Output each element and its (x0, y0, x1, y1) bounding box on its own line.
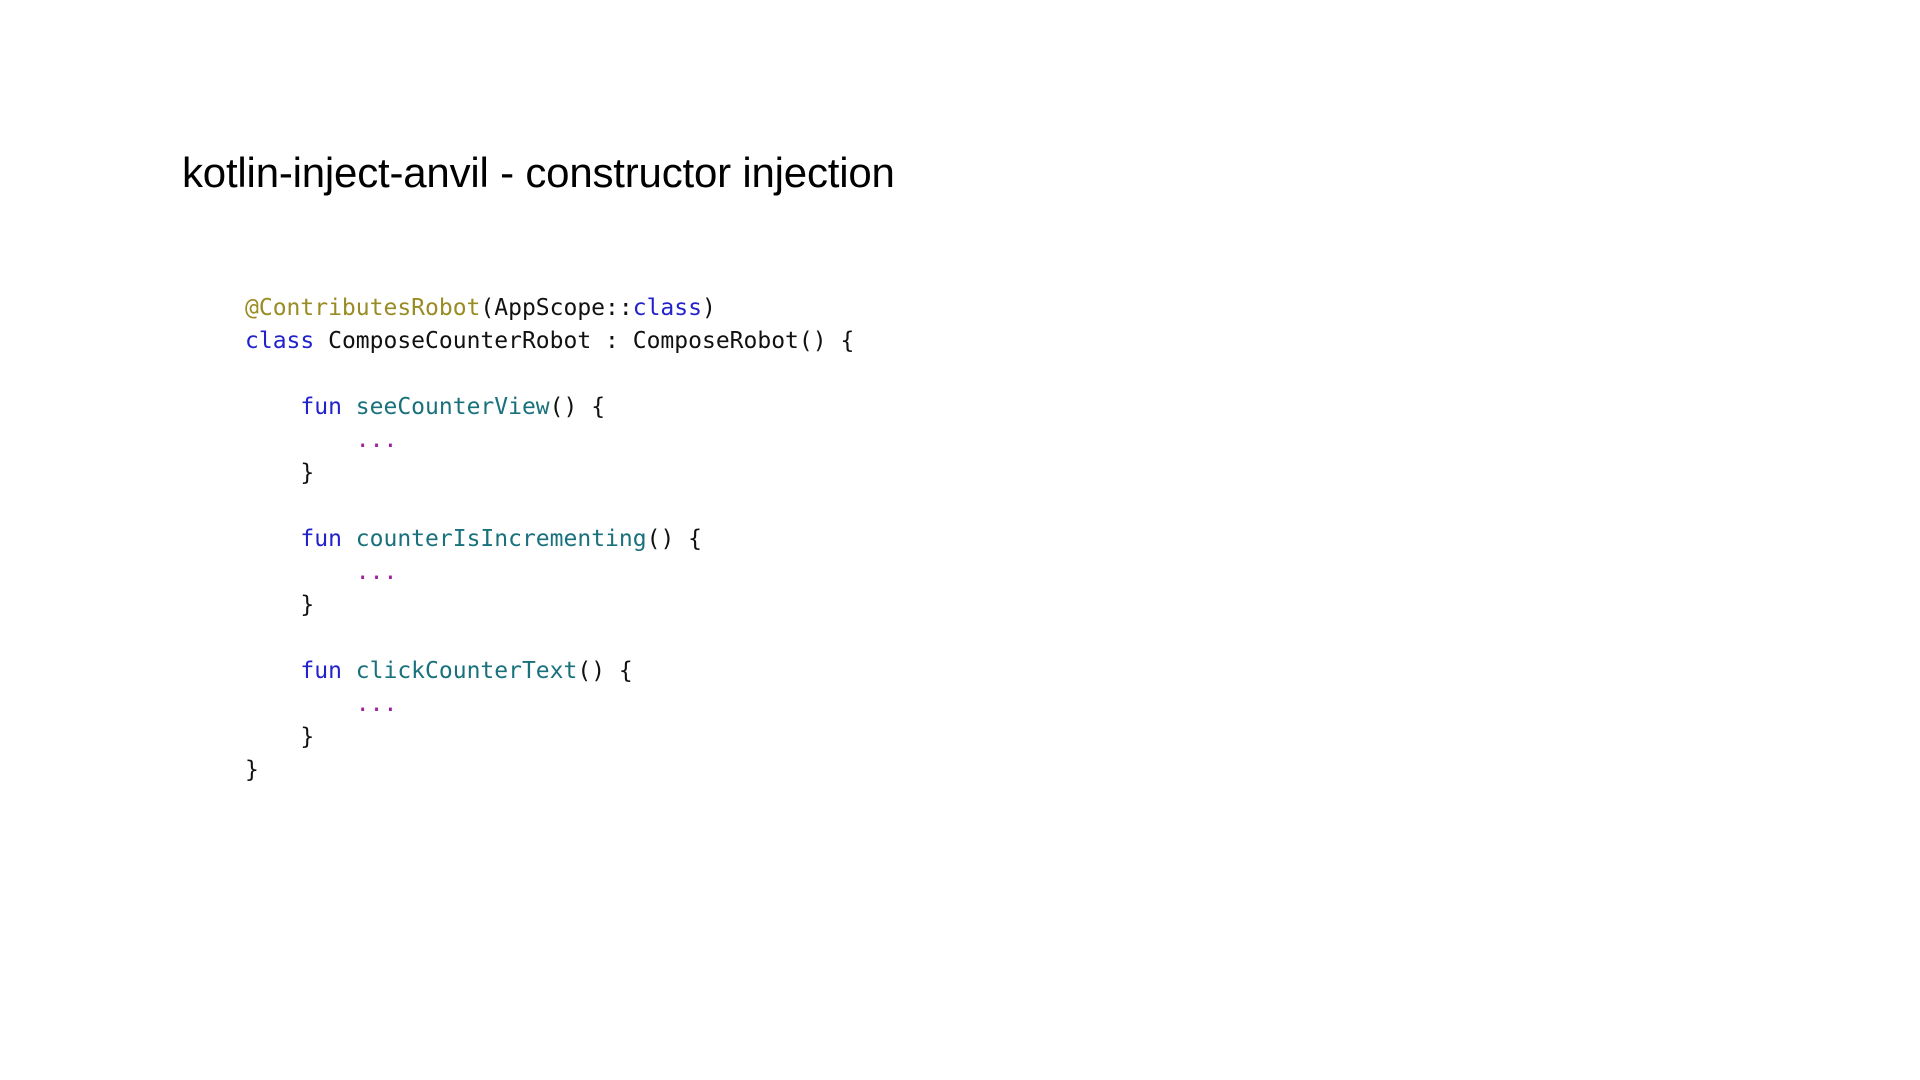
code-line: } (245, 754, 854, 787)
code-token-plain: } (245, 592, 315, 618)
code-line: } (245, 457, 854, 490)
code-token-plain (245, 526, 300, 552)
code-token-ellipsis: ... (355, 427, 398, 453)
code-line: } (245, 589, 854, 622)
code-token-plain (342, 394, 356, 420)
code-token-plain: () { (646, 526, 702, 552)
code-token-function: clickCounterText (355, 658, 578, 684)
code-token-annotation: @ContributesRobot (245, 295, 481, 321)
code-token-plain: } (245, 460, 315, 486)
code-token-plain (245, 559, 356, 585)
code-line: ... (245, 688, 854, 721)
page-title: kotlin-inject-anvil - constructor inject… (182, 149, 895, 196)
code-token-keyword: fun (300, 526, 342, 552)
code-line: fun seeCounterView() { (245, 391, 854, 424)
code-token-plain: } (245, 757, 259, 783)
code-token-plain (245, 427, 356, 453)
code-token-ellipsis: ... (355, 691, 398, 717)
code-token-plain (245, 691, 356, 717)
code-token-plain: () { (549, 394, 606, 420)
code-token-function: counterIsIncrementing (355, 526, 647, 552)
code-line (245, 358, 854, 391)
code-line: } (245, 721, 854, 754)
code-block: @ContributesRobot(AppScope::class)class … (245, 292, 854, 787)
code-token-plain: ComposeCounterRobot : ComposeRobot() { (314, 328, 855, 354)
code-token-plain (245, 658, 300, 684)
code-line: ... (245, 556, 854, 589)
code-token-plain: ) (701, 295, 716, 321)
code-token-keyword: fun (300, 394, 342, 420)
code-line: class ComposeCounterRobot : ComposeRobot… (245, 325, 854, 358)
code-token-plain (342, 526, 356, 552)
code-line: fun counterIsIncrementing() { (245, 523, 854, 556)
code-line: ... (245, 424, 854, 457)
code-token-keyword: fun (300, 658, 342, 684)
code-token-plain: (AppScope:: (480, 295, 633, 321)
code-token-plain: } (245, 724, 315, 750)
code-token-function: seeCounterView (355, 394, 550, 420)
code-token-plain (245, 394, 300, 420)
code-token-plain: () { (577, 658, 633, 684)
code-token-plain (342, 658, 356, 684)
code-token-keyword: class (245, 328, 315, 354)
code-line (245, 622, 854, 655)
code-token-keyword: class (632, 295, 702, 321)
code-line (245, 490, 854, 523)
code-token-ellipsis: ... (355, 559, 398, 585)
code-line: fun clickCounterText() { (245, 655, 854, 688)
code-line: @ContributesRobot(AppScope::class) (245, 292, 854, 325)
